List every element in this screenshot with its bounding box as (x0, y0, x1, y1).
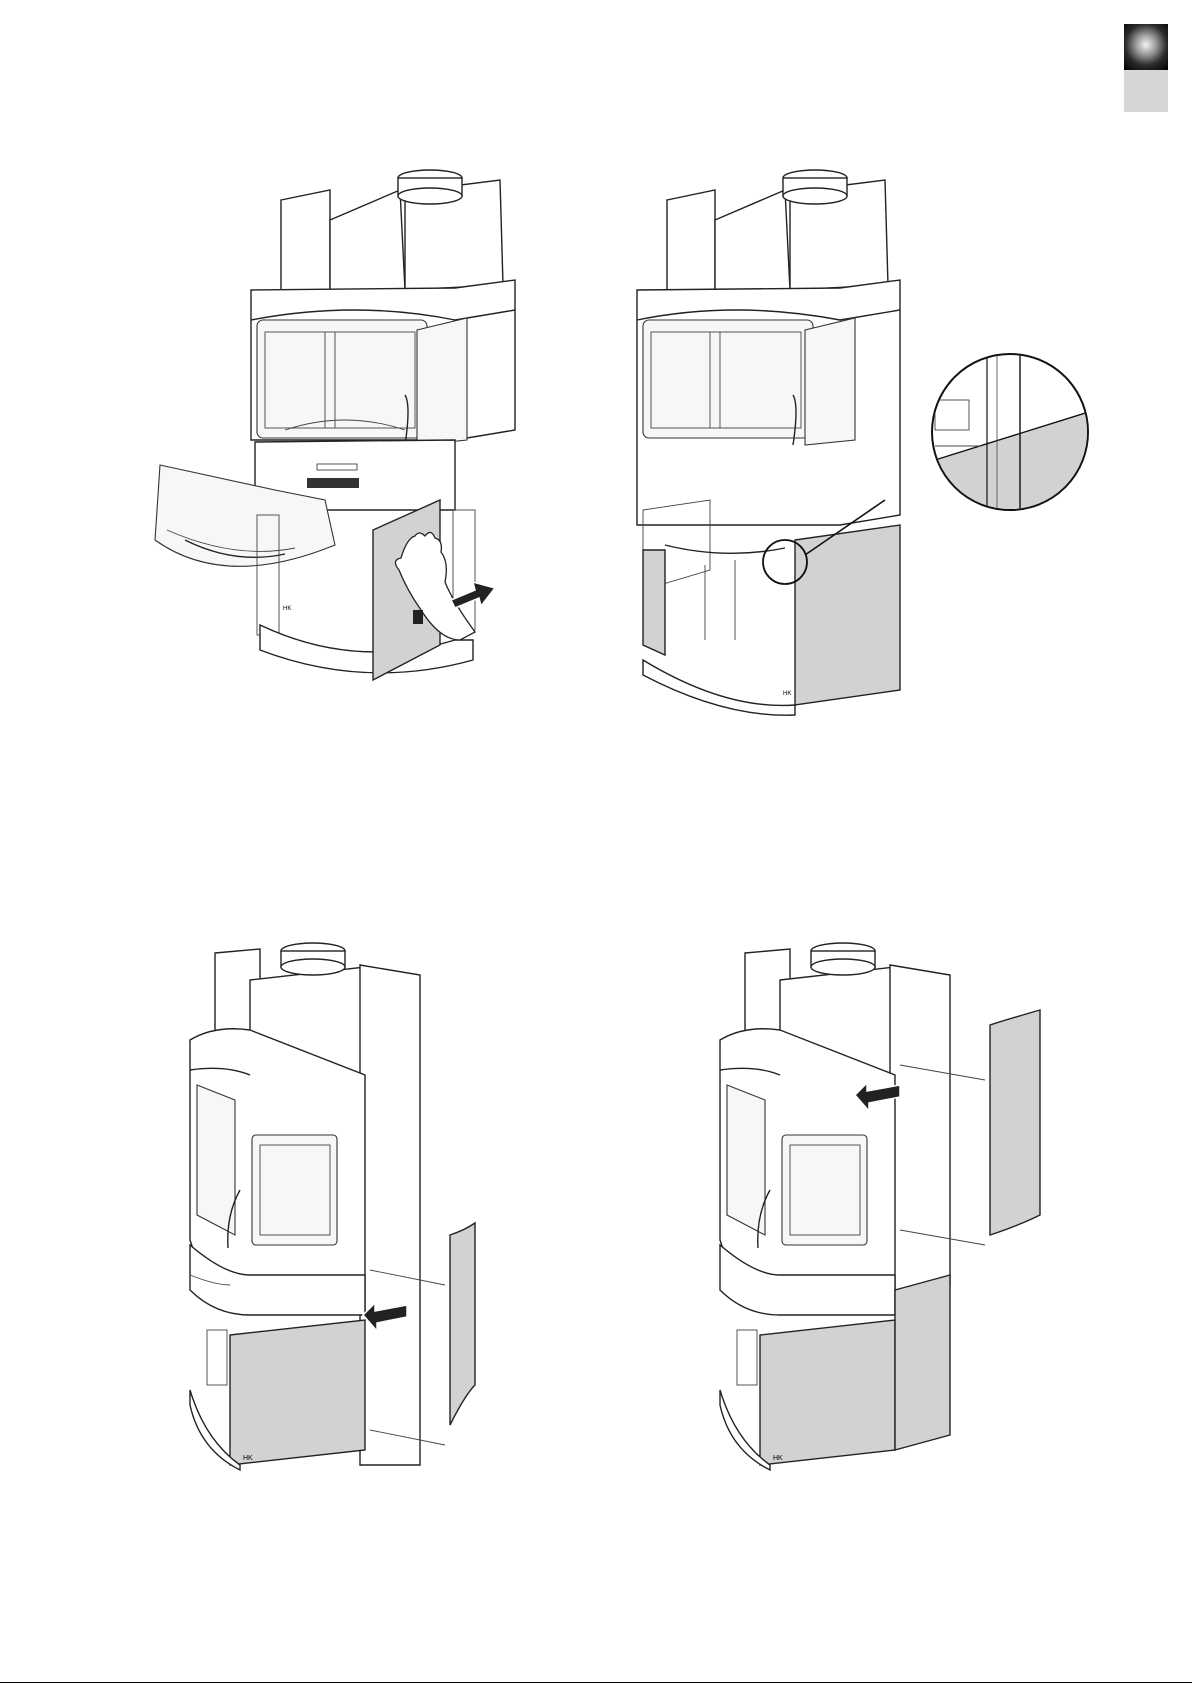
logo-hk: HK (773, 1455, 783, 1462)
logo-hk: HK (283, 606, 291, 612)
stove-illustration-2: HK (635, 170, 1095, 730)
figure-step-2: HK (635, 170, 1095, 730)
language-tab-active (1124, 24, 1168, 70)
footer-rule (0, 1682, 1192, 1683)
figure-step-4: HK (720, 945, 1050, 1480)
logo-hk: HK (243, 1455, 253, 1462)
figure-step-1: HK (155, 170, 535, 730)
stove-illustration-3: HK (185, 945, 515, 1480)
stove-illustration-4: HK (720, 945, 1050, 1480)
language-tab (1124, 24, 1168, 112)
stove-illustration-1: HK (155, 170, 535, 730)
language-tab-inactive (1124, 70, 1168, 112)
figure-step-3: HK (185, 945, 515, 1480)
logo-hk: HK (783, 691, 791, 697)
arrow-icon (451, 582, 495, 608)
